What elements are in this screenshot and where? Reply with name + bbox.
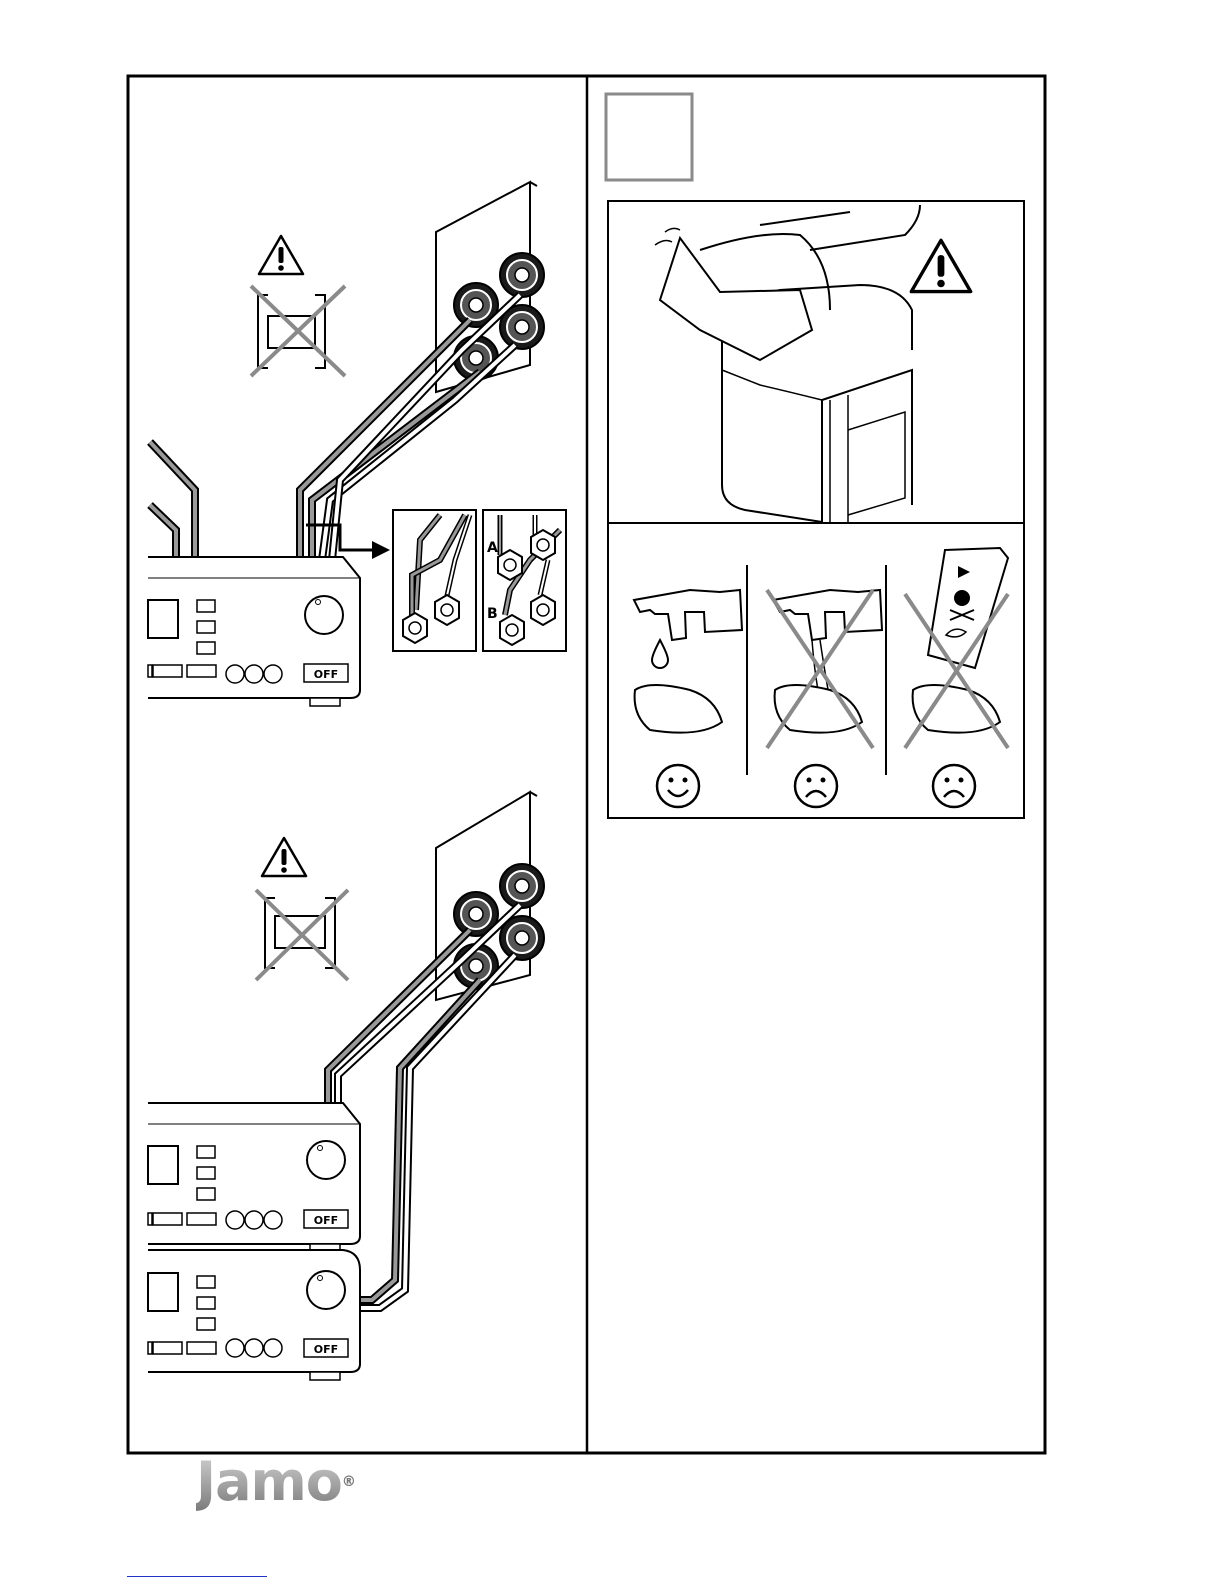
terminal-b-label: B <box>487 606 498 622</box>
terminal-a-label: A <box>487 540 498 556</box>
bi-amp-diagram: OFF OFF <box>148 792 544 1380</box>
care-diagram <box>608 201 1024 818</box>
registered-mark: ® <box>342 1474 355 1490</box>
jamo-logo-text: Jamo <box>196 1450 342 1513</box>
terminal-detail-2: A B <box>483 510 566 651</box>
jamo-logo: Jamo® <box>196 1452 355 1512</box>
amplifier: OFF <box>148 1250 360 1380</box>
bi-wire-diagram: OFF <box>148 182 566 706</box>
amplifier: OFF <box>148 557 360 706</box>
footer-link-underline[interactable] <box>127 1576 267 1577</box>
warning-triangle-icon <box>262 838 306 876</box>
amp-off-label: OFF <box>314 1343 338 1356</box>
bridge-jumper-icon <box>256 890 348 980</box>
amp-off-label: OFF <box>314 1214 338 1227</box>
step-number-box <box>606 94 692 180</box>
bridge-jumper-icon <box>251 286 345 376</box>
smiley-sad-icon <box>795 765 837 807</box>
amp-off-label: OFF <box>314 668 338 681</box>
warning-triangle-icon <box>259 236 303 274</box>
smiley-happy-icon <box>657 765 699 807</box>
terminal-detail-1 <box>393 510 476 651</box>
amplifier: OFF <box>148 1103 360 1252</box>
smiley-sad-icon <box>933 765 975 807</box>
